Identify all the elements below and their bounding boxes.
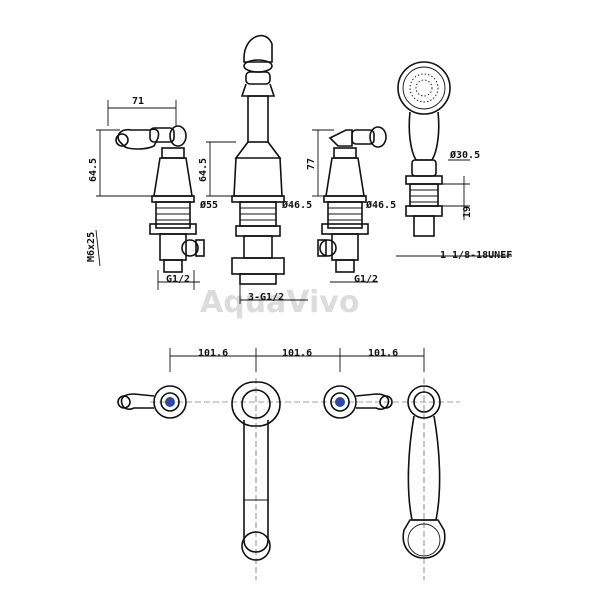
right-valve-elevation xyxy=(317,126,387,273)
dim-spout-shank-diameter: Ø46.5 xyxy=(281,199,312,211)
dim-thread-g-right: G1/2 xyxy=(354,274,378,285)
dim-thread-g-left: G1/2 xyxy=(166,274,190,285)
watermark: AquaVivo xyxy=(200,285,359,320)
dim-handle-width: 71 xyxy=(132,96,144,107)
right-valve-plan xyxy=(323,385,393,419)
dim-spacing-3: 101.6 xyxy=(368,348,398,359)
dim-handle-height-left: 64.5 xyxy=(88,158,99,182)
dim-thread-left: M6x25 xyxy=(86,232,97,262)
handshower-elevation xyxy=(397,61,451,237)
left-valve-elevation xyxy=(115,125,205,273)
dim-right-valve-diameter: Ø46.5 xyxy=(365,199,396,211)
dim-spacing-1: 101.6 xyxy=(198,348,228,359)
dim-spout-base-diameter: Ø55 xyxy=(199,199,218,211)
dim-unef-thread: 1 1/8-18UNEF xyxy=(440,250,512,261)
left-valve-plan xyxy=(117,385,187,419)
dim-handshower-diameter: Ø30.5 xyxy=(449,149,480,161)
handshower-plan xyxy=(402,385,446,559)
dim-spout-height: 64.5 xyxy=(198,158,209,182)
elevation-dimension-lines xyxy=(95,100,512,304)
spout-plan xyxy=(231,381,281,561)
spout-elevation xyxy=(231,34,285,285)
dim-thread-3g: 3-G1/2 xyxy=(248,292,284,303)
dim-handshower-height: 19 xyxy=(462,206,473,218)
dim-spacing-2: 101.6 xyxy=(282,348,312,359)
plan-dimension-lines xyxy=(150,348,460,580)
dim-right-valve-height: 77 xyxy=(306,158,317,170)
